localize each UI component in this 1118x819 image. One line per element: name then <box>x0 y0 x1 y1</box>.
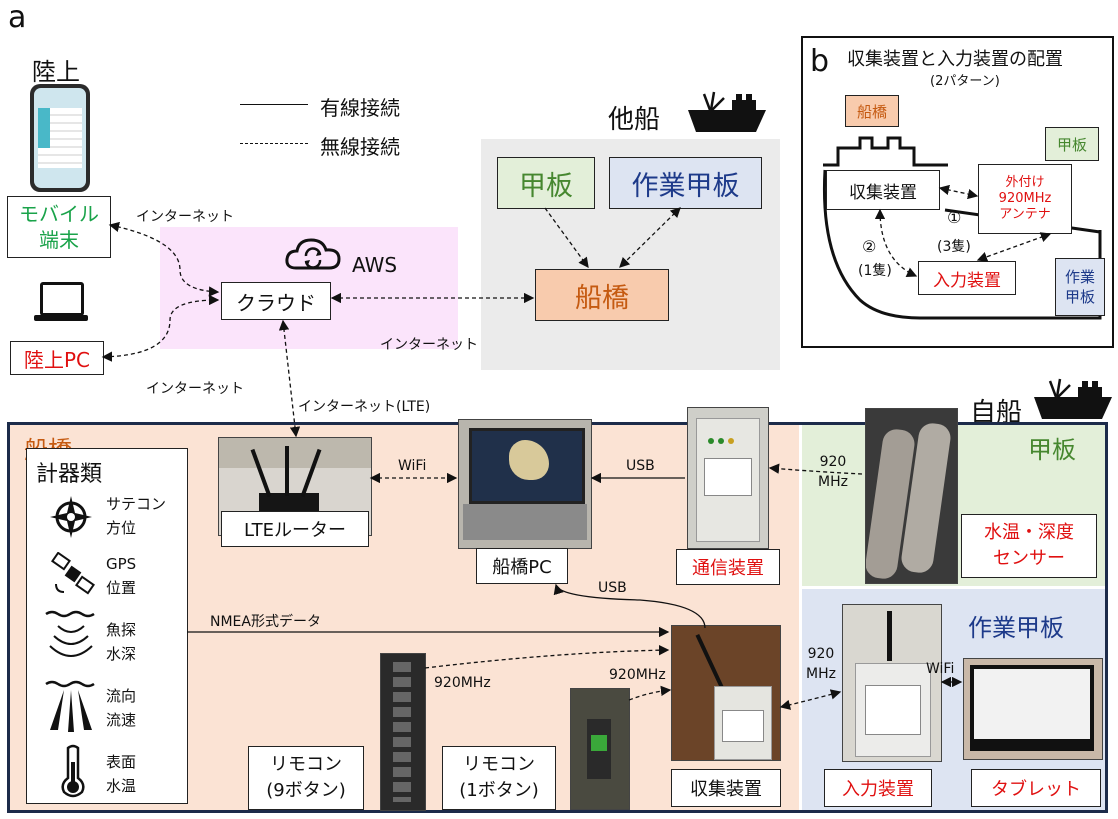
instrument-compass-label: サテコン 方位 <box>106 495 167 537</box>
panel-b-title: 収集装置と入力装置の配置 <box>847 49 1063 70</box>
legend-wired-label: 有線接続 <box>320 96 400 120</box>
tablet-photo <box>963 658 1103 760</box>
deck-mhz-label: 920 MHz <box>818 454 848 490</box>
collector-photo <box>671 625 781 761</box>
bridge-pc-label: 船橋PC <box>492 557 552 578</box>
input-device-photo <box>842 604 942 762</box>
smartphone-icon <box>30 84 90 192</box>
comm-device-photo <box>687 407 769 549</box>
other-ship-icon <box>686 90 768 134</box>
bridge-pc-box: 船橋PC <box>476 548 568 584</box>
pb-work-deck-label: 作業 甲板 <box>1064 268 1095 306</box>
tablet-label: タブレット <box>991 779 1081 800</box>
collector-label: 収集装置 <box>690 779 762 800</box>
mobile-terminal-box: モバイル端末 <box>7 196 111 258</box>
remote-9button-label: リモコン (9ボタン) <box>266 754 346 801</box>
other-bridge-label: 船橋 <box>575 282 629 314</box>
mhz-label-9btn: 920MHz <box>434 675 491 691</box>
other-deck-box: 甲板 <box>497 157 595 209</box>
usb-label-comm: USB <box>626 458 655 474</box>
mobile-terminal-label: モバイル端末 <box>19 202 99 252</box>
lte-router-box: LTEルーター <box>221 511 369 547</box>
own-ship-icon <box>1032 377 1114 421</box>
bridge-pc-photo <box>458 419 592 549</box>
other-work-deck-box: 作業甲板 <box>609 157 762 209</box>
compass-icon <box>48 494 94 540</box>
sensor-label: 水温・深度 センサー <box>984 522 1074 569</box>
pb-pattern1-count: (3隻) <box>937 239 971 255</box>
laptop-icon <box>34 282 88 330</box>
pb-antenna-label: 外付け 920MHz アンテナ <box>998 175 1052 222</box>
legend-wireless-label: 無線接続 <box>320 135 400 159</box>
panel-b-label: b <box>810 44 830 79</box>
pb-input-box: 入力装置 <box>918 261 1016 295</box>
remote-1button-label: リモコン (1ボタン) <box>459 754 539 801</box>
mhz-label-1btn: 920MHz <box>609 667 666 683</box>
sensor-box: 水温・深度 センサー <box>961 514 1097 578</box>
other-work-deck-label: 作業甲板 <box>631 170 740 202</box>
land-title: 陸上 <box>32 58 80 86</box>
cloud-icon <box>284 236 342 272</box>
pb-collector-box: 収集装置 <box>826 170 940 210</box>
collector-box: 収集装置 <box>671 769 781 807</box>
own-work-deck-title: 作業甲板 <box>968 614 1064 642</box>
own-deck-title: 甲板 <box>1028 436 1076 464</box>
pb-antenna-box: 外付け 920MHz アンテナ <box>978 164 1072 234</box>
remote-1button-box: リモコン (1ボタン) <box>442 746 556 810</box>
nmea-label: NMEA形式データ <box>210 614 321 630</box>
comm-device-box: 通信装置 <box>676 549 780 585</box>
internet-label-mobile: インターネット <box>136 209 234 225</box>
other-ship-title: 他船 <box>608 105 661 135</box>
other-deck-label: 甲板 <box>519 170 573 202</box>
remote-1button-photo <box>570 688 630 810</box>
work-mhz-label: 920 MHz <box>806 646 836 682</box>
land-pc-label: 陸上PC <box>23 347 91 372</box>
instrument-sonar-label: 魚探 水深 <box>106 621 137 663</box>
remote-9button-box: リモコン (9ボタン) <box>248 746 364 810</box>
lte-router-label: LTEルーター <box>244 520 346 541</box>
input-device-box: 入力装置 <box>824 769 932 807</box>
instrument-current-label: 流向 流速 <box>106 687 137 729</box>
wifi-label-bridge: WiFi <box>398 458 427 474</box>
pb-deck-box: 甲板 <box>1045 127 1099 161</box>
panel-b-subtitle: (2パターン) <box>930 74 1000 89</box>
satellite-icon <box>50 551 96 596</box>
current-icon <box>44 678 98 734</box>
input-device-label: 入力装置 <box>842 779 914 800</box>
sensor-photo <box>865 408 958 584</box>
wifi-label-work: WiFi <box>926 661 955 677</box>
tablet-box: タブレット <box>971 769 1101 807</box>
pb-pattern1: ① <box>947 208 962 227</box>
usb-label-collector: USB <box>598 580 627 596</box>
legend-wireless-line <box>240 143 308 144</box>
pb-bridge-box: 船橋 <box>845 95 899 127</box>
instruments-title: 計器類 <box>36 462 103 487</box>
panel-a-label: a <box>8 0 27 35</box>
instruments-box <box>26 448 188 804</box>
land-pc-box: 陸上PC <box>10 341 104 375</box>
remote-9button-photo <box>380 653 426 811</box>
pb-collector-label: 収集装置 <box>849 182 917 203</box>
instrument-gps-label: GPS 位置 <box>106 555 137 597</box>
cloud-box: クラウド <box>221 282 331 320</box>
aws-label: AWS <box>352 253 398 277</box>
cloud-label: クラウド <box>236 290 316 315</box>
other-bridge-box: 船橋 <box>535 269 669 321</box>
internet-ship-label: インターネット <box>380 337 478 353</box>
thermometer-icon <box>58 744 88 798</box>
pb-input-label: 入力装置 <box>933 270 1001 291</box>
internet-label-pc: インターネット <box>146 381 244 397</box>
pb-pattern2: ② <box>862 237 877 256</box>
pb-bridge-label: 船橋 <box>856 102 887 121</box>
pb-work-deck-box: 作業 甲板 <box>1055 258 1105 316</box>
internet-lte-label: インターネット(LTE) <box>298 399 431 415</box>
pb-deck-label: 甲板 <box>1056 135 1087 154</box>
comm-device-label: 通信装置 <box>692 558 764 579</box>
legend-wired-line <box>240 104 308 105</box>
sonar-icon <box>44 608 98 662</box>
instrument-temp-label: 表面 水温 <box>106 753 137 795</box>
